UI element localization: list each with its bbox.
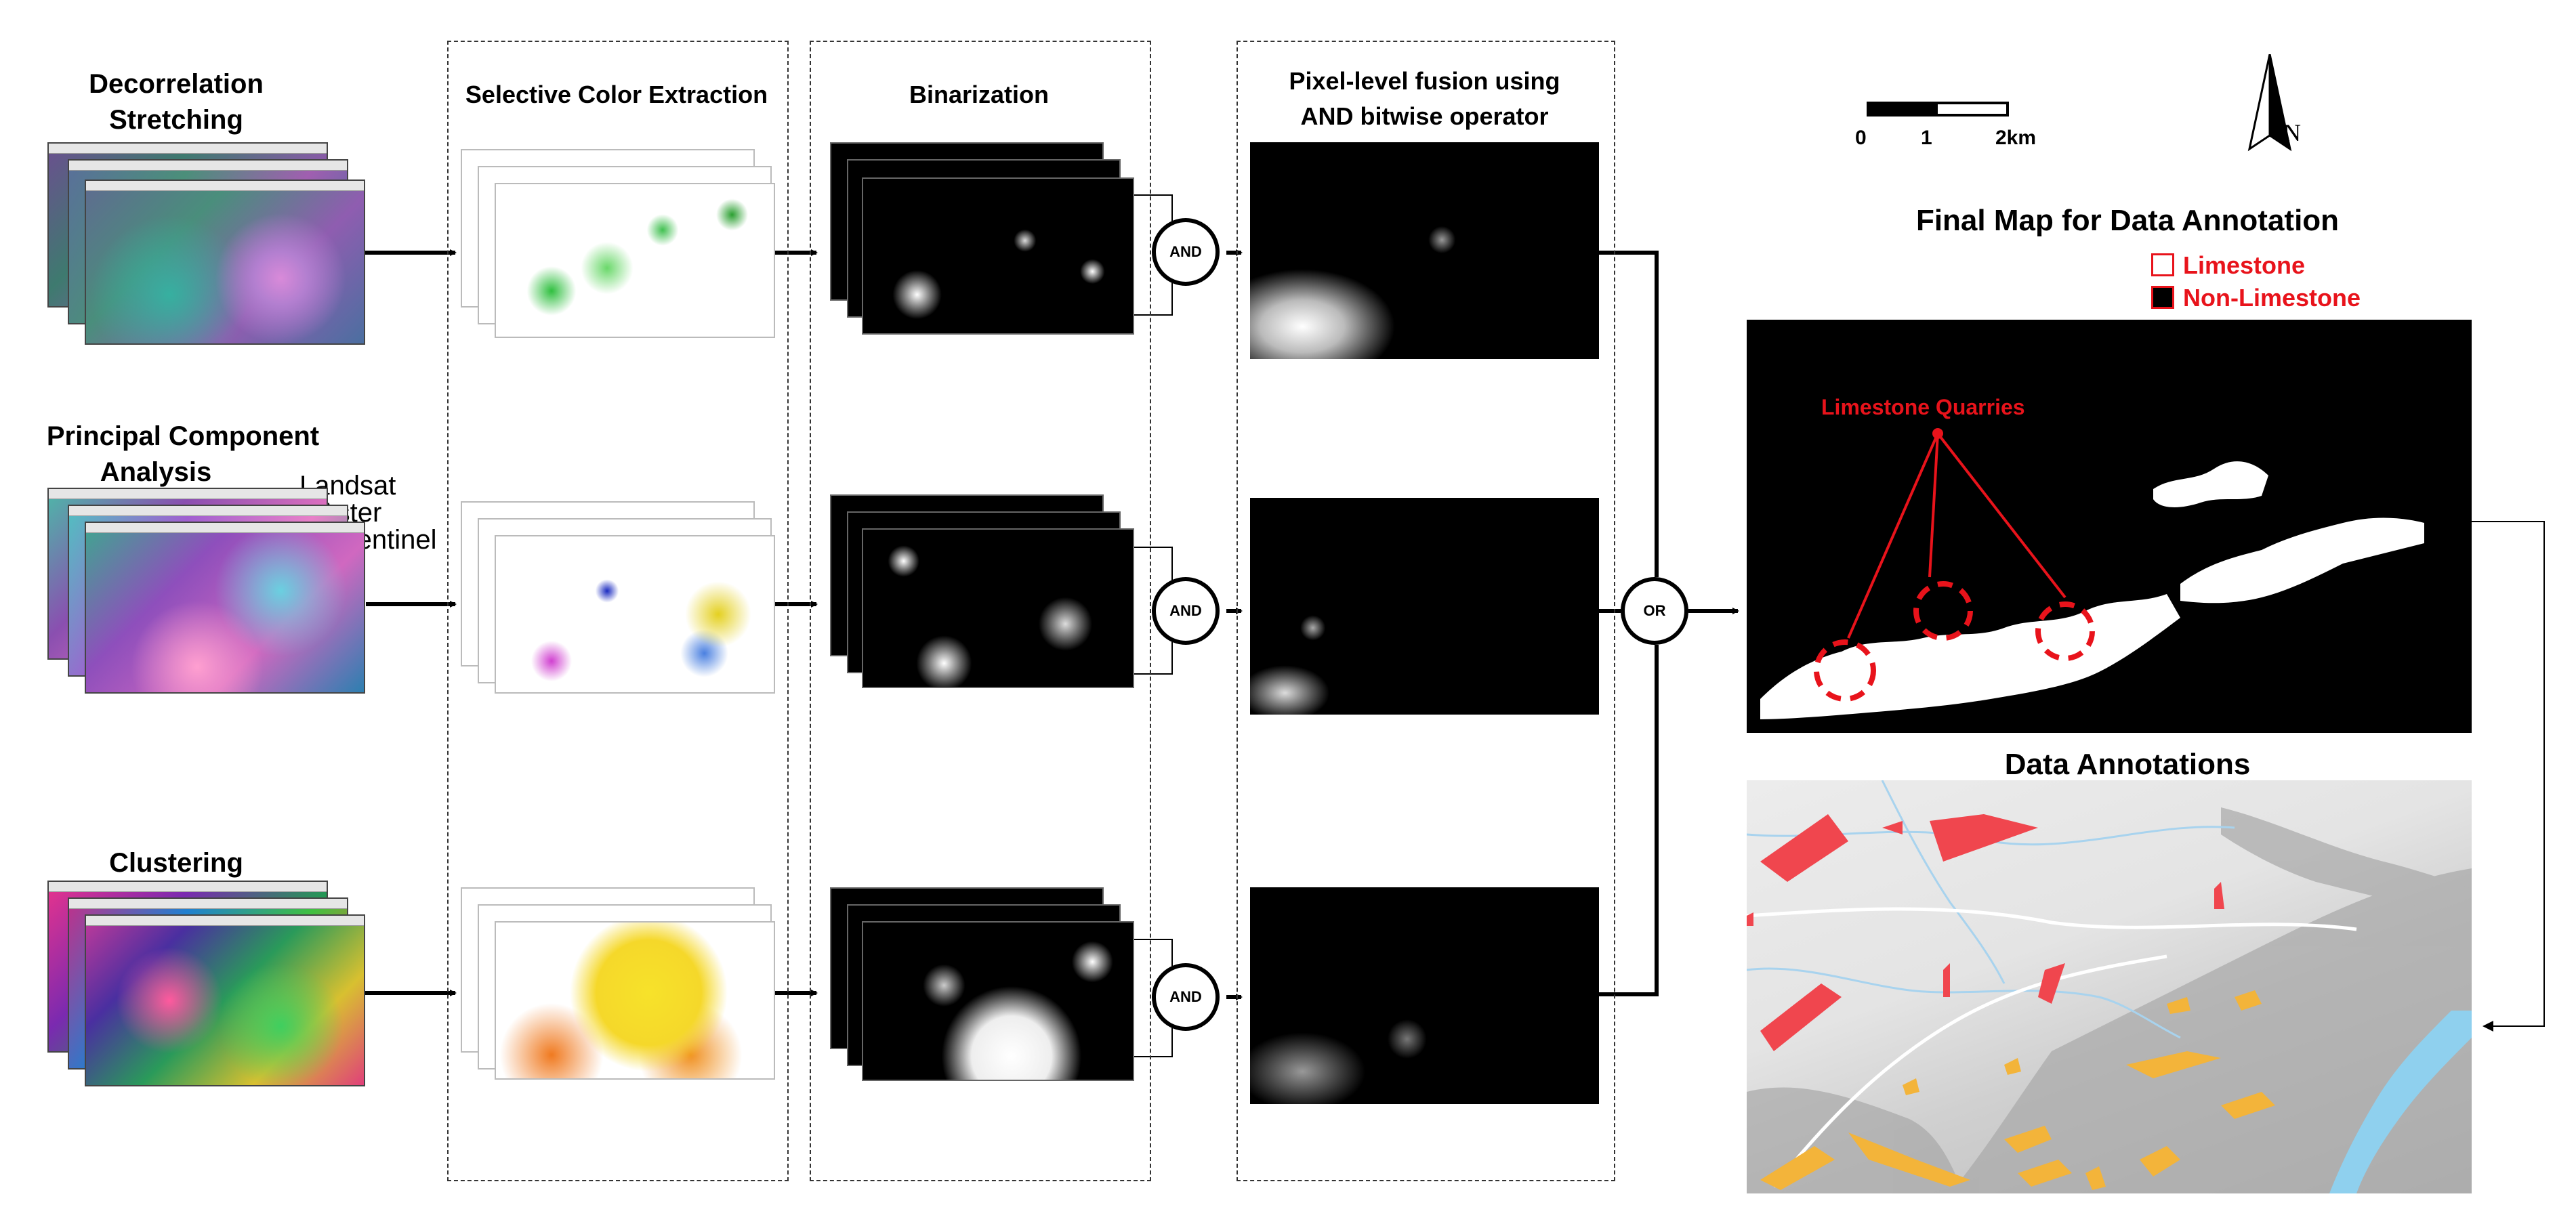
quarries-annotation-label: Limestone Quarries xyxy=(1821,395,2025,419)
legend-swatch-limestone xyxy=(2151,253,2174,276)
legend-label-limestone: Limestone xyxy=(2183,251,2306,279)
and-operator-row2: AND xyxy=(1152,577,1220,645)
method-title-dcs-1: Decorrelation xyxy=(89,69,264,99)
fusion-output-row1 xyxy=(1250,142,1599,359)
or-operator: OR xyxy=(1621,577,1688,645)
method-title-pca-2: Analysis xyxy=(100,457,212,487)
dcs-binary-3 xyxy=(862,177,1134,335)
pca-binary-3 xyxy=(862,528,1134,688)
dcs-image-sentinel xyxy=(85,179,365,345)
legend-swatch-non-limestone xyxy=(2151,286,2174,309)
final-map-title: Final Map for Data Annotation xyxy=(1915,204,2340,237)
clustering-image-sentinel xyxy=(85,914,365,1086)
final-binary-map: Limestone Quarries xyxy=(1747,320,2472,733)
legend-label-non-limestone: Non-Limestone xyxy=(2183,284,2361,312)
fusion-output-row3 xyxy=(1250,887,1599,1104)
fusion-stage xyxy=(1237,41,1615,1181)
north-arrow-icon xyxy=(2247,54,2292,152)
method-title-pca-1: Principal Component xyxy=(46,421,320,451)
method-title-dcs-2: Stretching xyxy=(109,105,243,135)
stage-title-binarization: Binarization xyxy=(909,81,1049,108)
scale-label-2km: 2km xyxy=(1995,127,2037,149)
and-operator-row1: AND xyxy=(1152,218,1220,286)
pca-image-sentinel xyxy=(85,522,365,694)
data-annotation-map xyxy=(1747,780,2472,1193)
data-annotations-title: Data Annotations xyxy=(2004,748,2251,781)
stage-title-fusion-2: AND bitwise operator xyxy=(1300,102,1549,130)
stage-title-fusion-1: Pixel-level fusion using xyxy=(1289,67,1560,95)
selective-color-stage xyxy=(447,41,789,1181)
dcs-color-extract-3 xyxy=(495,183,775,338)
clustering-color-extract-3 xyxy=(495,921,775,1080)
binarization-stage xyxy=(810,41,1151,1181)
scale-bar xyxy=(1867,102,2009,117)
final-map-features xyxy=(1760,428,2424,719)
scale-label-1: 1 xyxy=(1921,127,1932,149)
and-operator-row3: AND xyxy=(1152,963,1220,1031)
scale-label-0: 0 xyxy=(1855,127,1867,149)
pca-color-extract-3 xyxy=(495,535,775,694)
clustering-binary-3 xyxy=(862,921,1134,1081)
north-label: N xyxy=(2283,119,2301,146)
method-title-clustering: Clustering xyxy=(109,848,243,878)
annotation-map-features xyxy=(1747,780,2472,1193)
stage-title-selective-color: Selective Color Extraction xyxy=(465,81,768,108)
fusion-output-row2 xyxy=(1250,498,1599,715)
